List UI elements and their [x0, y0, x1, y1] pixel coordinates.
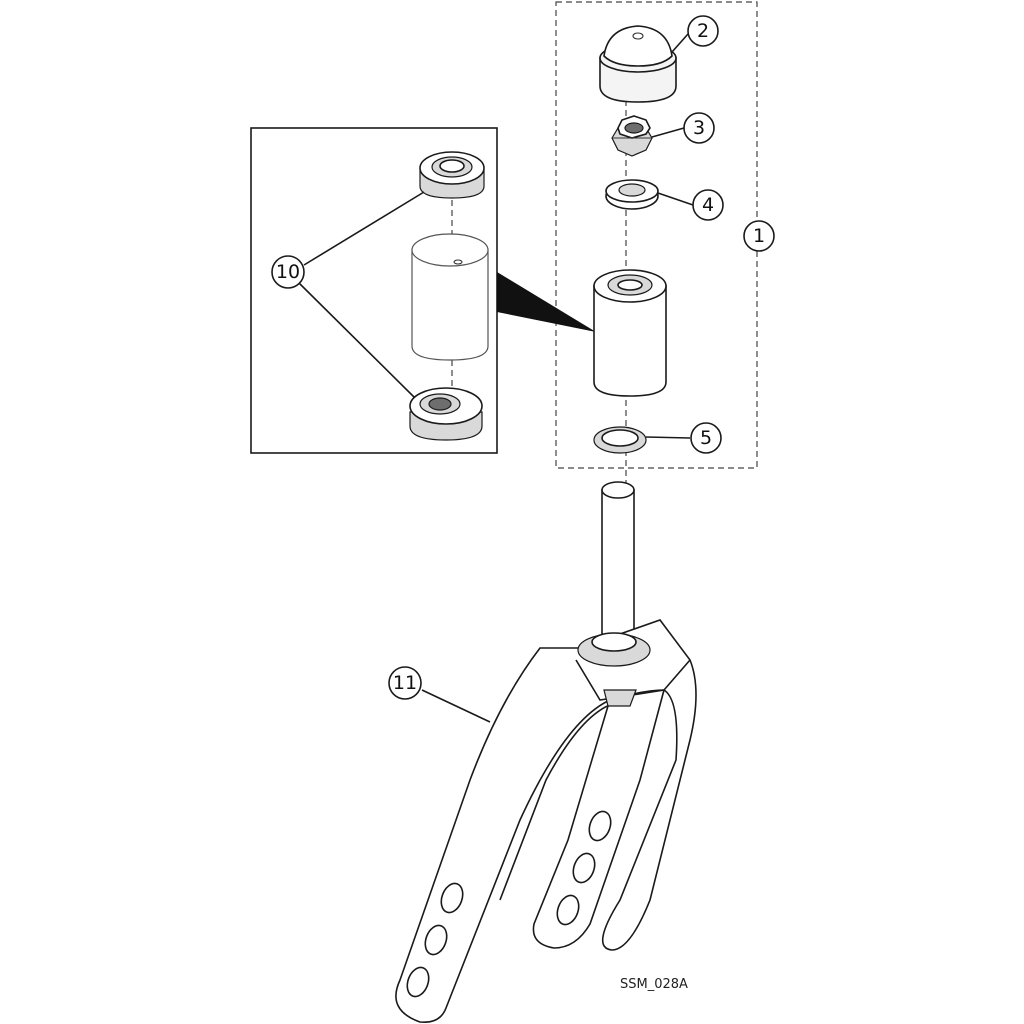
spindle-stem-part: [601, 481, 635, 639]
callout-11-label: 11: [393, 672, 417, 694]
inset-bearing-lower: [409, 387, 483, 441]
callout-10: 10: [271, 255, 305, 289]
washer-upper-part: [605, 179, 659, 210]
callout-4-label: 4: [702, 194, 714, 216]
cap-part: [599, 25, 677, 103]
callout-4: 4: [692, 189, 724, 221]
caster-fork-part: [395, 619, 697, 1024]
callout-2-label: 2: [697, 20, 709, 42]
callout-5-label: 5: [700, 427, 712, 449]
washer-lower-part: [593, 426, 647, 454]
callout-5: 5: [690, 422, 722, 454]
callout-1: 1: [743, 220, 775, 252]
leader-lines: [297, 33, 757, 723]
drawing-id-label: SSM_028A: [620, 977, 688, 992]
inset-sleeve: [411, 233, 489, 361]
nut-part: [611, 115, 653, 157]
callout-10-label: 10: [276, 261, 300, 283]
callout-3: 3: [683, 112, 715, 144]
bearing-housing-part: [593, 269, 667, 397]
callout-1-label: 1: [753, 225, 765, 247]
callout-2: 2: [687, 15, 719, 47]
callout-3-label: 3: [693, 117, 705, 139]
inset-bearing-upper: [419, 151, 485, 199]
inset-pointer-wedge: [497, 272, 596, 332]
callout-11: 11: [388, 666, 422, 700]
